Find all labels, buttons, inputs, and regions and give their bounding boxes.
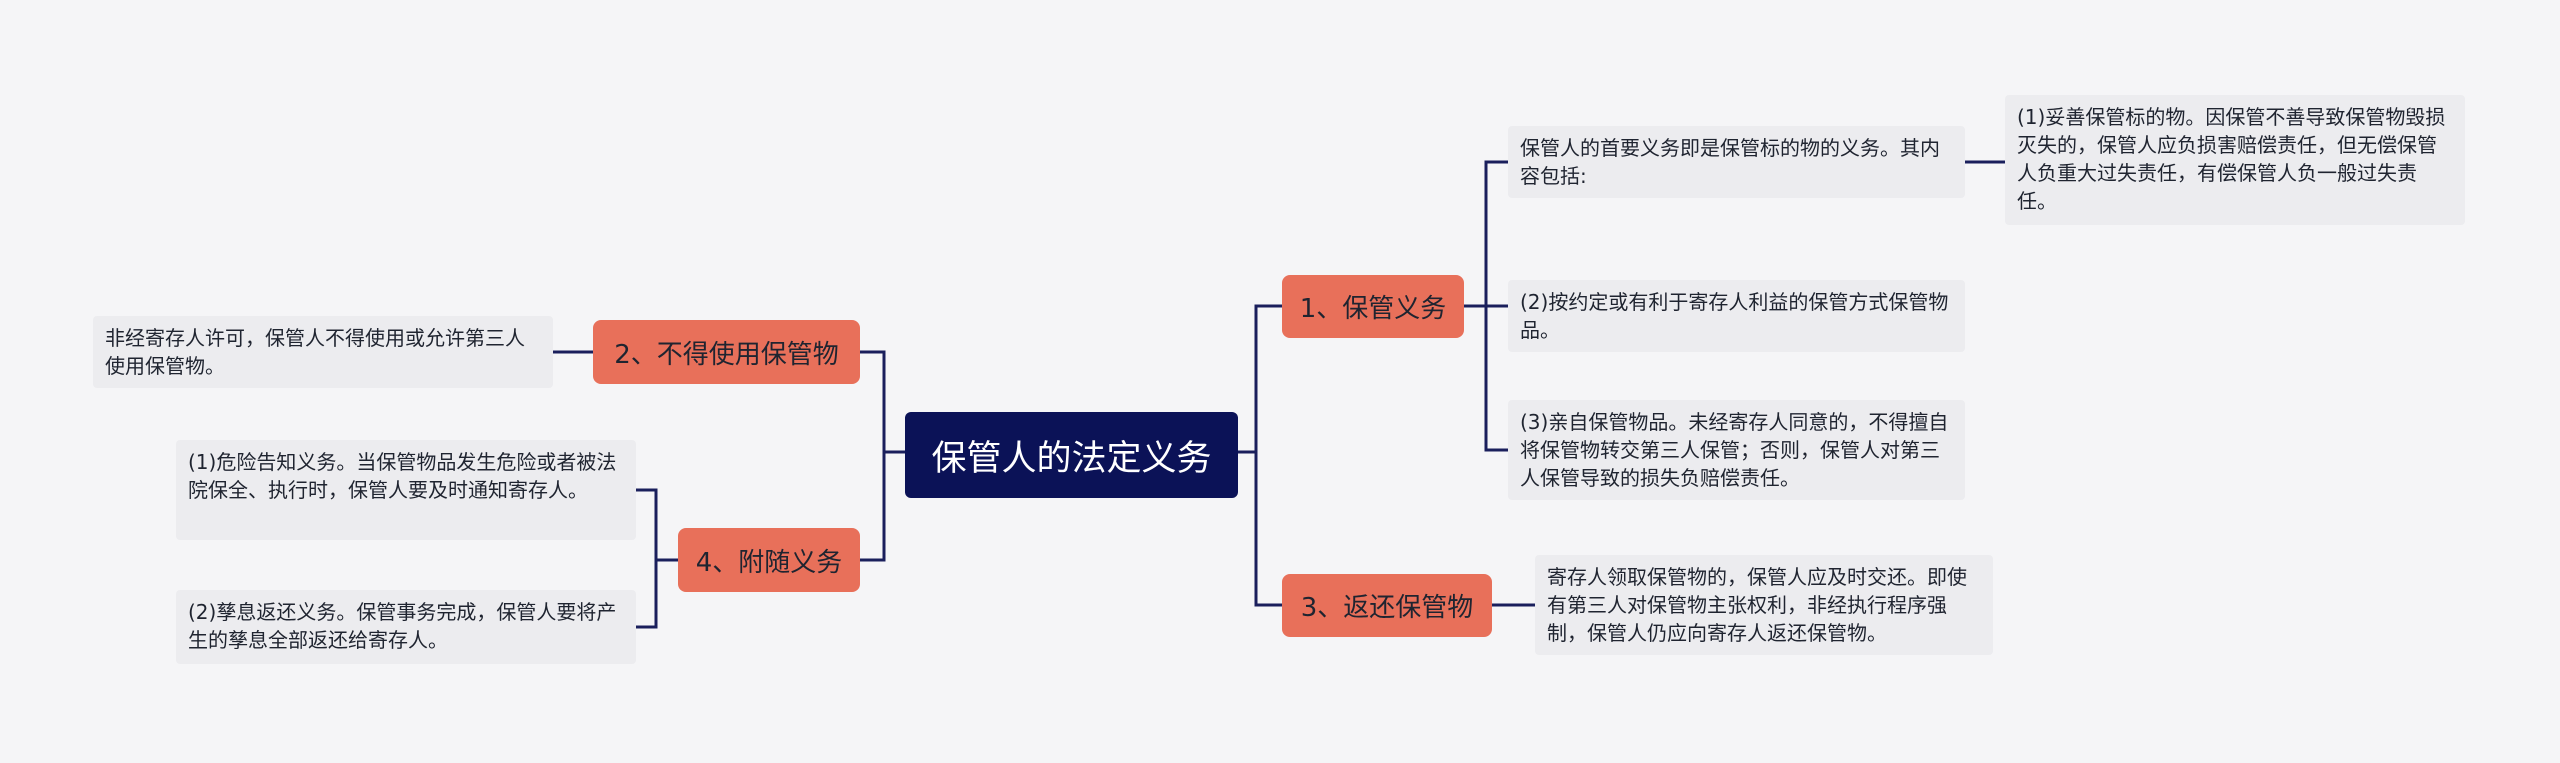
connector-b1-l1 — [1464, 160, 1508, 308]
connector-b1-l3 — [1464, 304, 1508, 452]
connector-b4-l1 — [636, 488, 678, 562]
leaf-no-use: 非经寄存人许可，保管人不得使用或允许第三人使用保管物。 — [93, 316, 553, 388]
connector-root-b1 — [1238, 304, 1282, 454]
connector-root-b2 — [860, 350, 905, 454]
leaf-proper-care: (1)妥善保管标的物。因保管不善导致保管物毁损灭失的，保管人应负损害赔偿责任，但… — [2005, 95, 2465, 225]
leaf-custody-method: (2)按约定或有利于寄存人利益的保管方式保管物品。 — [1508, 280, 1965, 352]
leaf-fruits-return: (2)孳息返还义务。保管事务完成，保管人要将产生的孳息全部返还给寄存人。 — [176, 590, 636, 664]
branch-ancillary-duty[interactable]: 4、附随义务 — [678, 528, 860, 592]
branch-no-use[interactable]: 2、不得使用保管物 — [593, 320, 860, 384]
branch-custody-duty[interactable]: 1、保管义务 — [1282, 275, 1464, 338]
leaf-danger-notice: (1)危险告知义务。当保管物品发生危险或者被法院保全、执行时，保管人要及时通知寄… — [176, 440, 636, 540]
branch-return-goods[interactable]: 3、返还保管物 — [1282, 574, 1492, 637]
leaf-return-goods: 寄存人领取保管物的，保管人应及时交还。即使有第三人对保管物主张权利，非经执行程序… — [1535, 555, 1993, 655]
connector-b4-l2 — [636, 558, 678, 629]
connector-root-b4 — [860, 450, 905, 562]
connector-root-b3 — [1238, 450, 1282, 607]
leaf-personal-custody: (3)亲自保管物品。未经寄存人同意的，不得擅自将保管物转交第三人保管；否则，保管… — [1508, 400, 1965, 500]
leaf-custody-intro: 保管人的首要义务即是保管标的物的义务。其内容包括: — [1508, 126, 1965, 198]
root-node[interactable]: 保管人的法定义务 — [905, 412, 1238, 498]
